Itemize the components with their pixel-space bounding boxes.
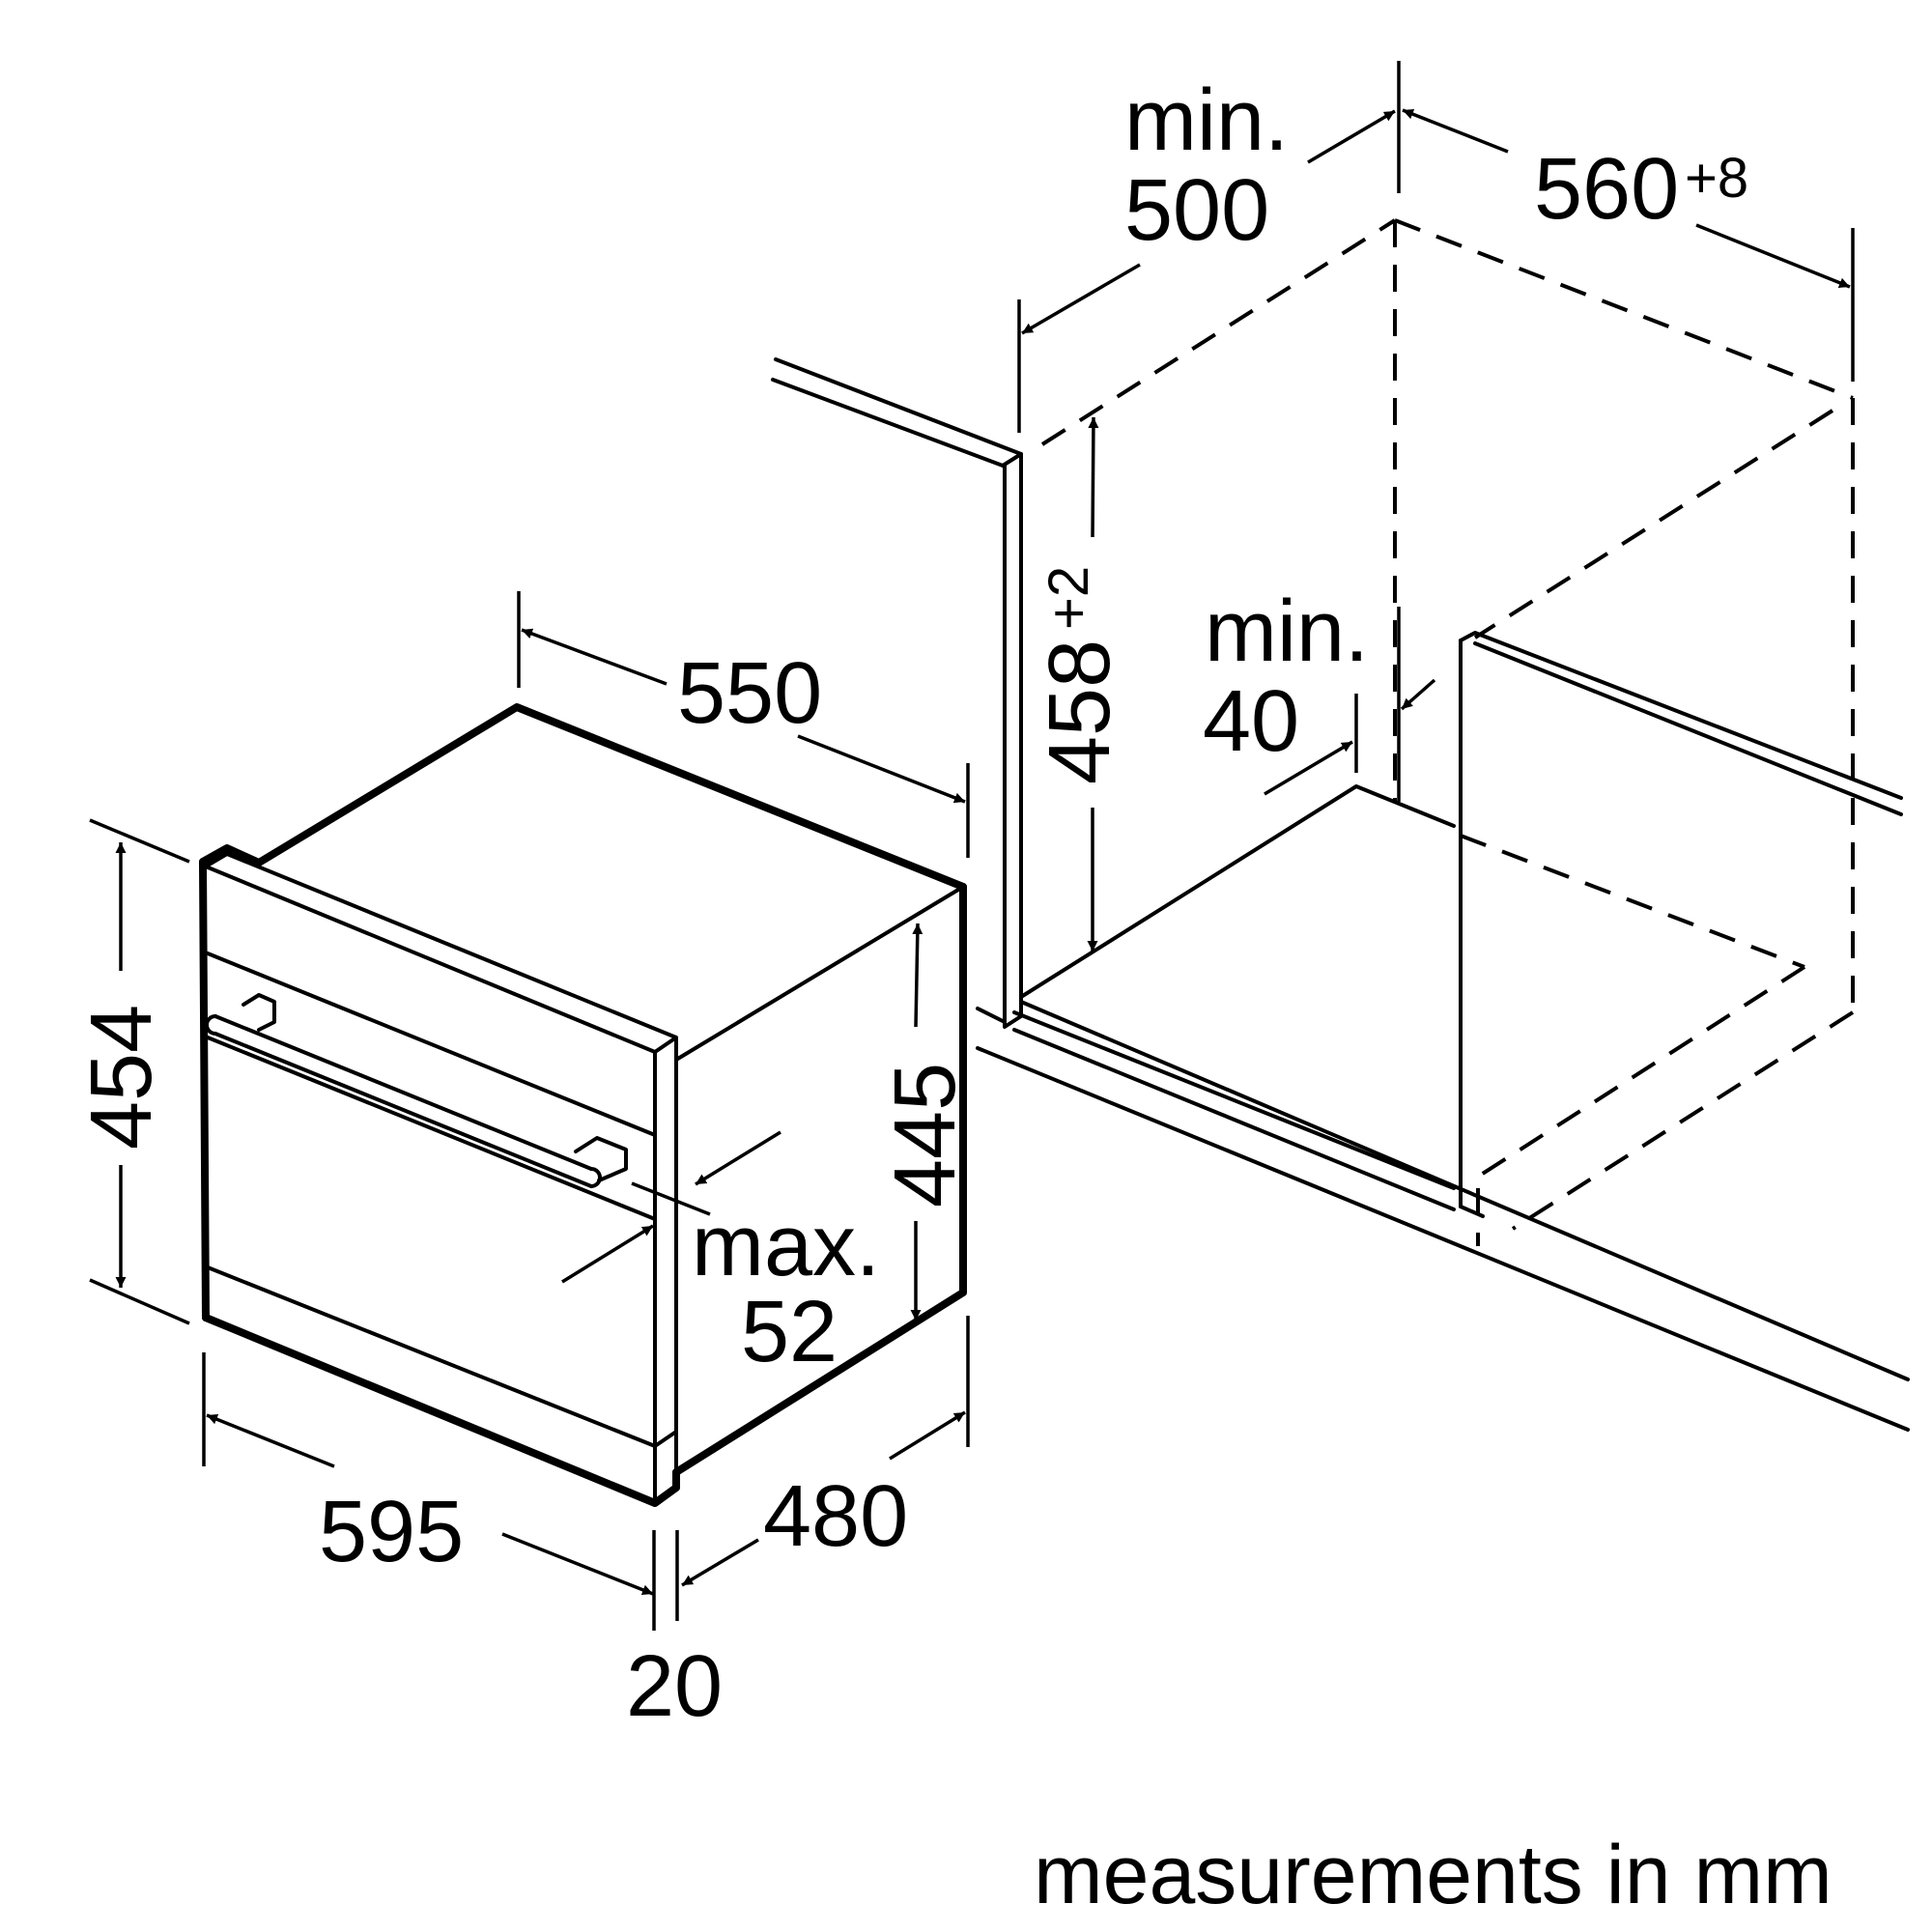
label-445: 445 (877, 1063, 974, 1208)
label-550: 550 (677, 645, 822, 742)
cabinet-drawing (771, 218, 1910, 1432)
label-458-tolerance: +2 (1037, 566, 1100, 630)
footer-note: measurements in mm (1034, 1829, 1833, 1921)
label-max-52-line1: max. (692, 1198, 880, 1294)
oven-bottom-outline (202, 1314, 680, 1507)
label-20: 20 (626, 1638, 723, 1735)
label-min-40-line1: min. (1205, 583, 1369, 680)
oven-front-outline (199, 844, 263, 1321)
label-560: 560 (1534, 141, 1679, 238)
label-560-tolerance: +8 (1685, 147, 1748, 210)
label-454: 454 (73, 1005, 170, 1150)
oven-side-outline (672, 883, 967, 1476)
label-595: 595 (319, 1484, 464, 1580)
label-min-500-line2: 500 (1124, 162, 1269, 259)
label-458: 458 (1032, 639, 1128, 784)
oven-drawing (199, 703, 967, 1507)
niche-dashed-outline (1040, 218, 1855, 1246)
oven-handle (205, 993, 628, 1188)
dimension-labels: min. 500 560 +8 458 +2 min. 40 550 454 4… (73, 72, 1833, 1921)
floor-edge (976, 1046, 1910, 1432)
label-480: 480 (763, 1468, 908, 1565)
right-cabinet-board (1459, 631, 1903, 1218)
oven-top-outline (255, 703, 967, 891)
label-min-40-line2: 40 (1203, 673, 1299, 770)
label-min-500-line1: min. (1124, 72, 1289, 169)
dimension-lines (89, 61, 1855, 1631)
label-max-52-line2: 52 (741, 1284, 838, 1380)
worktop-edge (774, 357, 1023, 456)
